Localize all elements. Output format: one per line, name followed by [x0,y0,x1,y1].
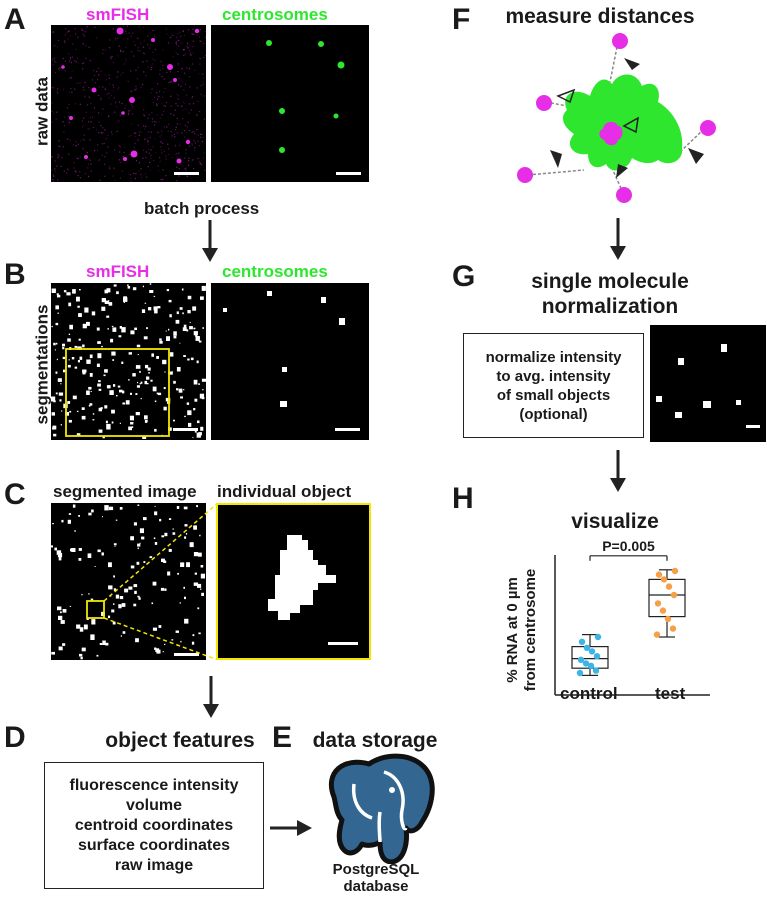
segmented-image [51,503,206,660]
batch-process-label: batch process [144,199,260,218]
data-point [582,660,590,667]
panel-letter-h: H [452,482,474,515]
normalize-line: to avg. intensity [496,367,611,385]
data-point [670,591,678,599]
chart-plot-area: P=0.005 [554,538,710,696]
visualize-title: visualize [571,510,659,533]
arrow-down-icon [610,218,626,260]
data-point [653,631,661,638]
p-value-label: P=0.005 [602,538,655,554]
arrow-down-icon [610,450,626,492]
zoom-region-box [65,348,170,437]
normalize-box: normalize intensity to avg. intensity of… [463,333,644,438]
panel-letter-g: G [452,260,476,293]
category-label-test: test [655,684,686,703]
db-line2: database [343,878,409,895]
object-highlight-box [86,600,105,619]
feature-item: centroid coordinates [74,816,234,834]
db-line1: PostgreSQL [332,861,420,878]
data-point [660,576,668,583]
label-segmented-image: segmented image [53,482,197,501]
arrow-right-icon [270,820,312,836]
postgresql-elephant-logo-icon [329,753,435,864]
data-point [578,638,586,645]
data-point [587,662,595,669]
data-storage-title: data storage [312,729,438,752]
seg-centrosomes-svg [223,291,360,431]
features-box: fluorescence intensity volume centroid c… [44,762,264,889]
data-point [593,653,601,660]
arrow-down-icon [202,220,218,262]
data-point [654,600,662,607]
seg-smfish-image [51,283,206,440]
data-point [669,625,677,632]
data-point [664,615,672,623]
data-point [594,633,602,641]
distance-diagram [517,33,716,203]
label-smfish-a: smFISH [86,5,150,24]
label-smfish-b: smFISH [86,262,150,281]
data-point [655,571,663,578]
segmented-image-svg [51,504,205,660]
panel-letter-b: B [4,258,26,291]
object-features-title: object features [105,729,255,752]
y-axis-label-line2: from centrosome [522,569,539,692]
feature-item: fluorescence intensity [69,776,239,794]
feature-item: raw image [114,856,194,874]
raw-centrosomes-svg [266,40,361,175]
label-centrosomes-a: centrosomes [222,5,328,24]
normalized-objects-svg [656,344,760,428]
measure-distances-title: measure distances [505,5,695,28]
normalize-line: normalize intensity [485,348,622,366]
data-point [665,583,673,590]
data-point [583,644,591,651]
data-point [671,567,679,575]
side-label-segmentations: segmentations [32,304,52,425]
data-point [577,656,585,663]
side-label-raw-data: raw data [32,77,52,146]
normalization-title: normalization [541,295,679,318]
boxplot-chart: % RNA at 0 µm from centrosome P=0.005 [504,538,710,696]
zoom-connector-lines [104,503,218,660]
individual-object-svg [268,535,358,645]
category-label-control: control [560,684,618,703]
panel-letter-c: C [4,478,26,511]
data-point [592,667,600,674]
label-centrosomes-b: centrosomes [222,262,328,281]
raw-smfish-svg [51,25,206,182]
data-point [576,669,584,677]
feature-item: surface coordinates [77,836,231,854]
raw-smfish-image [51,25,206,182]
normalize-line: (optional) [519,405,588,423]
panel-letter-d: D [4,721,26,754]
data-point [588,648,596,655]
y-axis-label-line1: % RNA at 0 µm [504,577,521,683]
panel-letter-e: E [272,721,293,754]
normalize-line: of small objects [496,386,611,404]
individual-object-image [216,503,371,660]
feature-item: volume [125,796,182,814]
seg-smfish-svg [51,283,206,439]
single-molecule-title: single molecule [531,270,689,293]
panel-letter-a: A [4,3,26,36]
seg-centrosomes-image [211,283,369,440]
data-point [659,607,667,614]
arrow-down-icon [203,676,219,718]
raw-centrosomes-image [211,25,369,182]
label-individual-object: individual object [217,482,352,501]
normalized-objects-image [650,325,766,442]
panel-letter-f: F [452,3,471,36]
